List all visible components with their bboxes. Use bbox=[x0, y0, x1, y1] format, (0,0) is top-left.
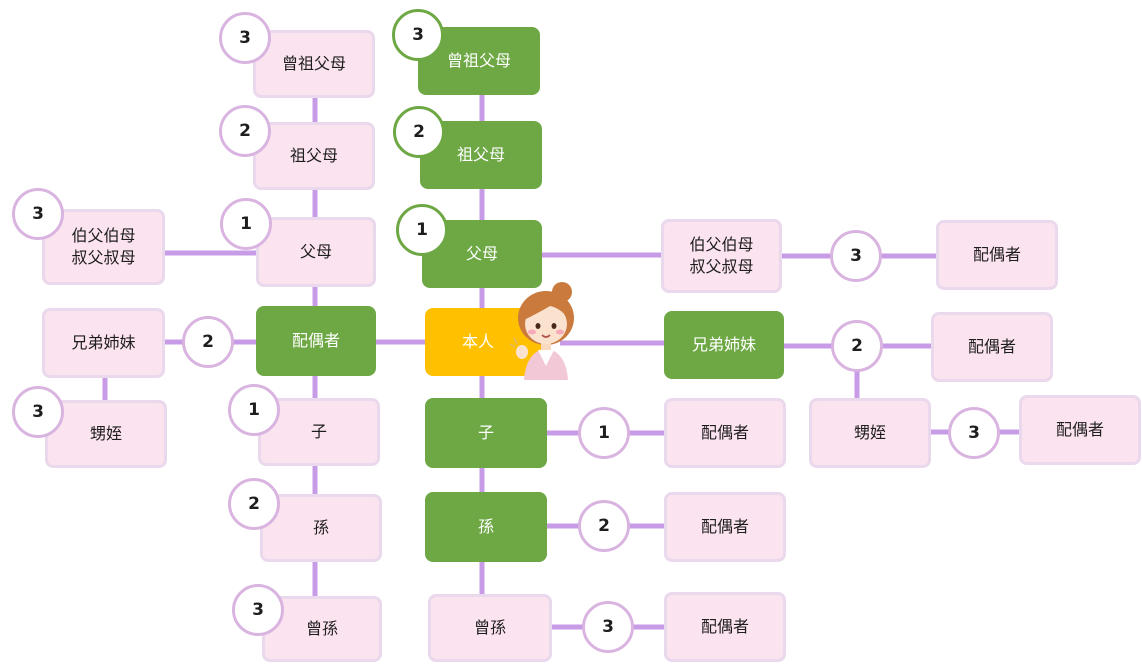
left-nieces-node: 甥姪 bbox=[45, 400, 167, 468]
degree-badge-left-nieces: 3 bbox=[12, 386, 64, 438]
right-nieces-spouse-node: 配偶者 bbox=[1019, 395, 1141, 465]
degree-badge-right-aunts-spouse: 3 bbox=[830, 230, 882, 282]
degree-badge-center-parents: 1 bbox=[396, 204, 448, 256]
right-siblings-spouse-node: 配偶者 bbox=[931, 312, 1053, 382]
degree-badge-right-children-spouse: 1 bbox=[578, 407, 630, 459]
degree-badge-right-grandchildren-spouse: 2 bbox=[578, 500, 630, 552]
center-grandchildren-node: 孫 bbox=[425, 492, 547, 562]
degree-badge-left-children: 1 bbox=[228, 384, 280, 436]
degree-badge-left-parents: 1 bbox=[220, 198, 272, 250]
right-children-spouse-node: 配偶者 bbox=[664, 398, 786, 468]
right-aunts-spouse-node: 配偶者 bbox=[936, 220, 1058, 290]
degree-badge-right-siblings-spouse: 2 bbox=[831, 320, 883, 372]
right-nieces-node: 甥姪 bbox=[809, 398, 931, 468]
left-great-grandparents-node: 曾祖父母 bbox=[253, 30, 375, 98]
degree-badge-center-grandparents: 2 bbox=[393, 106, 445, 158]
degree-badge-left-grandparents: 2 bbox=[219, 105, 271, 157]
degree-badge-left-great-grandparents: 3 bbox=[219, 12, 271, 64]
spouse-node: 配偶者 bbox=[256, 306, 376, 376]
right-aunts-uncles-node: 伯父伯母 叔父叔母 bbox=[661, 219, 782, 293]
right-grandchildren-spouse-node: 配偶者 bbox=[664, 492, 786, 562]
left-aunts-uncles-node: 伯父伯母 叔父叔母 bbox=[42, 209, 165, 285]
left-grandparents-node: 祖父母 bbox=[253, 122, 375, 190]
degree-badge-left-siblings: 2 bbox=[182, 316, 234, 368]
center-children-node: 子 bbox=[425, 398, 547, 468]
center-great-grandchildren-node: 曾孫 bbox=[428, 594, 552, 662]
left-siblings-node: 兄弟姉妹 bbox=[42, 308, 165, 378]
right-siblings-node: 兄弟姉妹 bbox=[664, 311, 784, 379]
degree-badge-left-grandchildren: 2 bbox=[228, 478, 280, 530]
degree-badge-right-great-grandchildren-spouse: 3 bbox=[582, 601, 634, 653]
degree-badge-left-great-grandchildren: 3 bbox=[232, 584, 284, 636]
degree-badge-right-nieces-spouse: 3 bbox=[948, 407, 1000, 459]
degree-badge-center-great-grandparents: 3 bbox=[392, 9, 444, 61]
degree-badge-left-aunts: 3 bbox=[12, 188, 64, 240]
left-parents-node: 父母 bbox=[256, 217, 376, 287]
person-illustration bbox=[510, 282, 574, 380]
right-great-grandchildren-spouse-node: 配偶者 bbox=[664, 592, 786, 662]
